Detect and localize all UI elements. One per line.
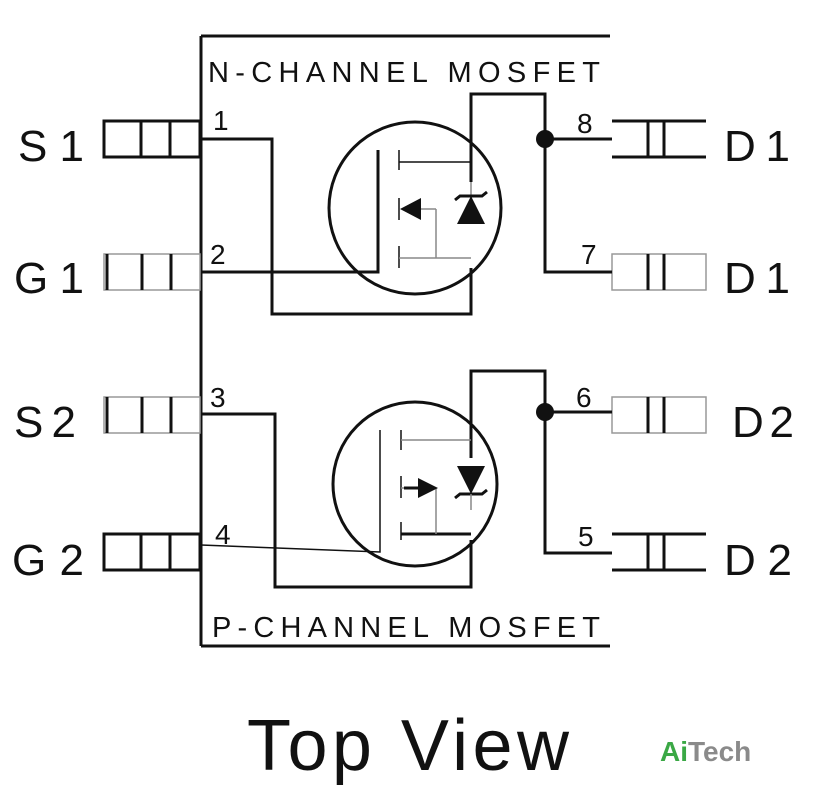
n-channel-mosfet-symbol	[201, 92, 612, 316]
logo-text-ai: Ai	[660, 736, 688, 767]
pin-name-g2: G2	[12, 536, 84, 585]
pin-number-3: 3	[210, 382, 226, 413]
lead-pin-4	[102, 532, 202, 572]
lead-pin-5	[612, 532, 706, 572]
pin-name-s1: S1	[18, 122, 84, 171]
pin-number-1: 1	[213, 105, 229, 136]
p-channel-label: P-CHANNEL MOSFET	[212, 612, 600, 644]
junction-dot	[536, 130, 554, 148]
logo-text-tech: Tech	[688, 736, 751, 767]
junction-dot	[536, 403, 554, 421]
pin-number-4: 4	[215, 519, 231, 550]
channel-arrow	[418, 478, 438, 498]
body-diode	[457, 196, 485, 224]
pin-number-7: 7	[581, 239, 597, 270]
lead-pin-7	[611, 253, 707, 291]
pin-name-d2-5: D2	[724, 536, 792, 585]
channel-arrow	[400, 198, 421, 220]
pin-number-6: 6	[576, 382, 592, 413]
pin-number-5: 5	[578, 521, 594, 552]
pin-number-2: 2	[210, 239, 226, 270]
caption-top-view: Top View	[247, 706, 570, 786]
pin-name-d1-7: D1	[724, 254, 790, 303]
lead-pin-1	[102, 119, 202, 159]
p-channel-mosfet-symbol	[200, 369, 612, 589]
lead-pin-2	[103, 253, 201, 291]
aitech-logo: AiTech	[660, 736, 751, 767]
pin-name-d2-6: D2	[732, 398, 794, 447]
lead-pin-8	[612, 119, 706, 159]
pin-name-s2: S2	[14, 398, 76, 447]
lead-pin-3	[103, 396, 201, 434]
n-channel-label: N-CHANNEL MOSFET	[208, 57, 600, 89]
pin-name-d1-8: D1	[724, 122, 790, 171]
pin-name-g1: G1	[14, 254, 84, 303]
lead-pin-6	[611, 396, 707, 434]
body-diode	[457, 466, 485, 494]
pin-number-8: 8	[577, 108, 593, 139]
